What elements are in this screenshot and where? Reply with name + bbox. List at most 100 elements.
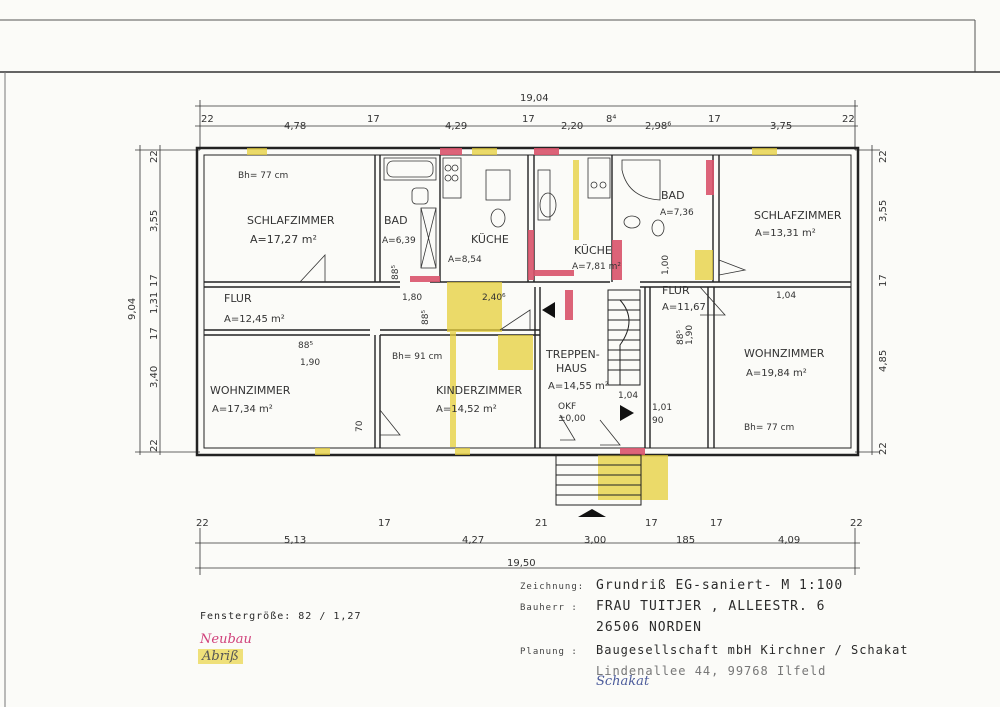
room-name: TREPPEN- xyxy=(545,348,600,361)
dim-label: 17 xyxy=(878,274,889,287)
dim-label: 17 xyxy=(378,518,391,529)
signature: Schakat xyxy=(596,674,650,689)
dim-label: 1,01 xyxy=(652,403,672,413)
dim-label: 4,09 xyxy=(778,535,800,546)
dim-label: 2,40⁶ xyxy=(482,293,506,303)
entrance-steps xyxy=(555,454,642,506)
dim-label: 88⁵ xyxy=(391,265,401,280)
parapet-heights: Bh= 77 cm Bh= 91 cm Bh= 77 cm OKF ±0,00 xyxy=(238,171,794,433)
interior-walls xyxy=(204,155,851,448)
legend-new: Neubau xyxy=(200,632,252,647)
new-construction-marks xyxy=(410,148,714,455)
bottom-dimensions xyxy=(195,528,860,575)
room-labels: SCHLAFZIMMER A=17,27 m² BAD A=6,39 KÜCHE… xyxy=(210,189,842,415)
client-name: FRAU TUITJER , ALLEESTR. 6 xyxy=(596,599,826,614)
dim-label: 88⁵ xyxy=(421,310,431,325)
room-area: A=13,31 m² xyxy=(755,228,816,239)
room-name: BAD xyxy=(661,189,685,202)
floor-level-value: ±0,00 xyxy=(558,414,586,424)
dim-label: 1,90 xyxy=(300,358,320,368)
left-dim-labels: 9,04 22 3,55 17 1,31 17 3,40 22 xyxy=(127,150,160,452)
drawing-label: Zeichnung: xyxy=(520,582,585,592)
dim-label: 1,80 xyxy=(402,293,422,303)
right-dim-labels: 22 3,55 17 4,85 22 xyxy=(878,150,889,455)
floor-level-label: OKF xyxy=(558,402,576,412)
arrow-left-icon xyxy=(542,302,555,318)
dim-label: 1,00 xyxy=(661,255,671,275)
room-area: A=7,81 m² xyxy=(572,262,621,272)
staircase xyxy=(607,289,641,386)
demolition-marks xyxy=(247,148,777,500)
room-area: A=11,67 xyxy=(662,302,706,313)
room-name: WOHNZIMMER xyxy=(744,347,825,360)
dim-label: 3,00 xyxy=(584,535,606,546)
room-area: A=6,39 xyxy=(382,236,416,246)
dim-label: 4,78 xyxy=(284,121,306,132)
top-dimensions xyxy=(195,100,858,150)
entrance-arrow-icon xyxy=(578,509,606,517)
dim-label: 22 xyxy=(878,442,889,455)
client-city: 26506 NORDEN xyxy=(596,620,702,635)
room-name: WOHNZIMMER xyxy=(210,384,291,397)
room-name: KINDERZIMMER xyxy=(436,384,522,397)
room-name: FLUR xyxy=(662,284,690,297)
room-name: HAUS xyxy=(556,362,587,375)
bottom-dim-labels: 22 5,13 17 4,27 21 3,00 17 185 17 4,09 2… xyxy=(196,518,863,546)
client-label: Bauherr : xyxy=(520,603,578,613)
overall-width-bottom: 19,50 xyxy=(507,558,536,569)
dim-label: 17 xyxy=(708,114,721,125)
dim-label: 22 xyxy=(149,150,160,163)
dim-label: 2,98⁶ xyxy=(645,121,671,132)
planning-label: Planung : xyxy=(520,647,578,657)
room-area: A=19,84 m² xyxy=(746,368,807,379)
dim-label: 22 xyxy=(842,114,855,125)
dim-label: 88⁵ xyxy=(676,330,686,345)
dim-label: 1,31 xyxy=(149,292,160,314)
dim-label: 3,55 xyxy=(149,210,160,232)
dim-label: 4,85 xyxy=(878,350,889,372)
dim-label: 8⁴ xyxy=(606,114,616,125)
planning-company: Baugesellschaft mbH Kirchner / Schakat xyxy=(596,643,909,657)
parapet-height: Bh= 77 cm xyxy=(744,423,794,433)
dim-label: 70 xyxy=(355,420,365,432)
dim-label: 1,90 xyxy=(685,325,695,345)
room-name: FLUR xyxy=(224,292,252,305)
dim-label: 1,04 xyxy=(776,291,796,301)
dim-label: 185 xyxy=(676,535,695,546)
room-area: A=7,36 xyxy=(660,208,694,218)
dim-label: 5,13 xyxy=(284,535,306,546)
room-name: SCHLAFZIMMER xyxy=(754,209,842,222)
dim-label: 3,40 xyxy=(149,366,160,388)
parapet-height: Bh= 77 cm xyxy=(238,171,288,181)
dim-label: 17 xyxy=(367,114,380,125)
door-swings xyxy=(299,253,747,446)
arrow-right-icon xyxy=(620,405,634,421)
window-size-note: Fenstergröße: 82 / 1,27 xyxy=(200,611,362,622)
drawing-title: Grundriß EG-saniert- M 1:100 xyxy=(596,578,844,593)
dim-label: 17 xyxy=(149,274,160,287)
planning-address: Lindenallee 44, 99768 Ilfeld xyxy=(596,664,827,678)
dim-label: 17 xyxy=(522,114,535,125)
dim-label: 4,29 xyxy=(445,121,467,132)
room-name: KÜCHE xyxy=(574,244,612,257)
dim-label: 2,20 xyxy=(561,121,583,132)
room-name: SCHLAFZIMMER xyxy=(247,214,335,227)
dim-label: 22 xyxy=(149,439,160,452)
stair-area: A=14,55 m² xyxy=(548,381,609,392)
sanitary-fixtures xyxy=(383,157,665,269)
dim-label: 90 xyxy=(652,416,664,426)
dim-label: 3,75 xyxy=(770,121,792,132)
legend-demolition: Abriß xyxy=(198,649,243,664)
dim-label: 22 xyxy=(196,518,209,529)
room-area: A=8,54 xyxy=(448,255,482,265)
dim-label: 22 xyxy=(850,518,863,529)
room-name: KÜCHE xyxy=(471,233,509,246)
dim-label: 17 xyxy=(149,327,160,340)
dim-label: 88⁵ xyxy=(298,341,313,351)
dim-label: 22 xyxy=(201,114,214,125)
dim-label: 1,04 xyxy=(618,391,638,401)
room-area: A=17,34 m² xyxy=(212,404,273,415)
dim-label: 4,27 xyxy=(462,535,484,546)
room-name: BAD xyxy=(384,214,408,227)
